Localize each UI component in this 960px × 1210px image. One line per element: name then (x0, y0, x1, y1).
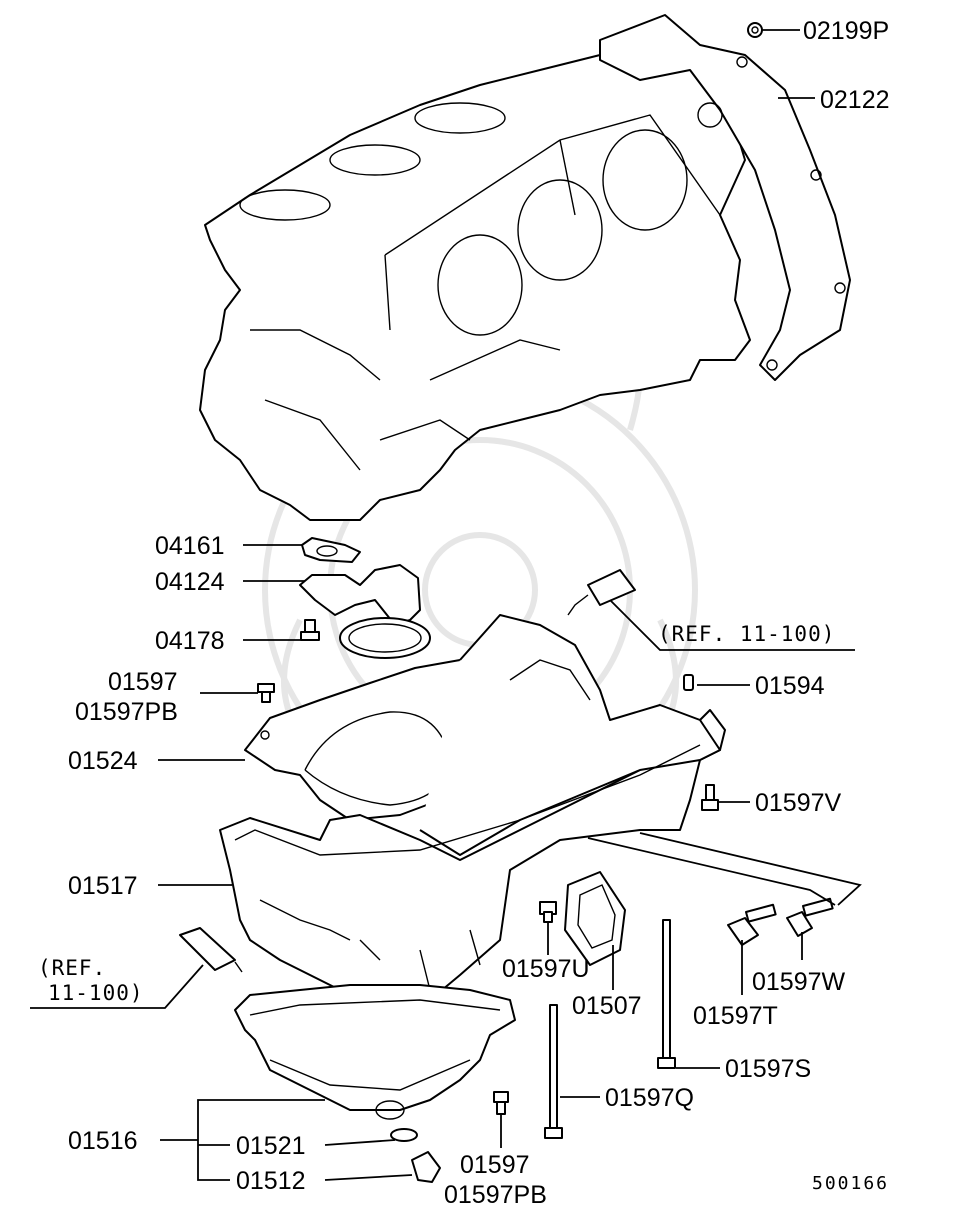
label-01597Q: 01597Q (605, 1084, 694, 1112)
label-04124: 04124 (155, 568, 225, 596)
label-01597PB-bottom: 01597PB (444, 1181, 547, 1209)
label-01597W: 01597W (752, 968, 846, 996)
label-04161: 04161 (155, 532, 225, 560)
part-labels: 02199P 02122 04161 04124 04178 01597 015… (38, 17, 890, 1209)
label-02199P: 02199P (803, 17, 889, 45)
sealant-tube-left (179, 927, 243, 973)
ref-label-left-line1: (REF. (38, 956, 106, 980)
bolt-01597U (539, 901, 557, 923)
label-01507: 01507 (572, 992, 642, 1020)
drawing-code: 500166 (812, 1173, 889, 1194)
label-01594: 01594 (755, 672, 825, 700)
label-01597S: 01597S (725, 1055, 811, 1083)
engine-block (199, 39, 751, 521)
leader-lines (30, 29, 862, 1181)
label-01517: 01517 (68, 872, 138, 900)
oil-strainer-assembly (299, 537, 431, 659)
sealant-tube-right (567, 569, 636, 616)
label-01512: 01512 (236, 1167, 306, 1195)
long-bolt-01597S (657, 919, 676, 1069)
front-cover-gasket (599, 14, 851, 381)
label-04178: 04178 (155, 627, 225, 655)
long-bolt-01597Q (544, 1004, 563, 1139)
bolt-02199P (747, 22, 763, 38)
bolt-01597W (786, 897, 834, 937)
upper-oil-pan (219, 614, 726, 1001)
lower-oil-pan (234, 984, 516, 1183)
label-01597T: 01597T (693, 1002, 778, 1030)
label-01597-top: 01597 (108, 668, 178, 696)
bolt-01597T (727, 903, 777, 946)
label-01516: 01516 (68, 1127, 138, 1155)
label-01597-bottom: 01597 (460, 1151, 530, 1179)
label-02122: 02122 (820, 86, 890, 114)
label-01597V: 01597V (755, 789, 842, 817)
label-01597U: 01597U (502, 955, 590, 983)
cover-gasket-01507 (564, 871, 626, 966)
ref-label-right: (REF. 11-100) (658, 622, 835, 646)
label-01521: 01521 (236, 1132, 306, 1160)
ref-label-left-line2: 11-100) (48, 981, 144, 1005)
label-01597PB-top: 01597PB (75, 698, 178, 726)
label-01524: 01524 (68, 747, 138, 775)
